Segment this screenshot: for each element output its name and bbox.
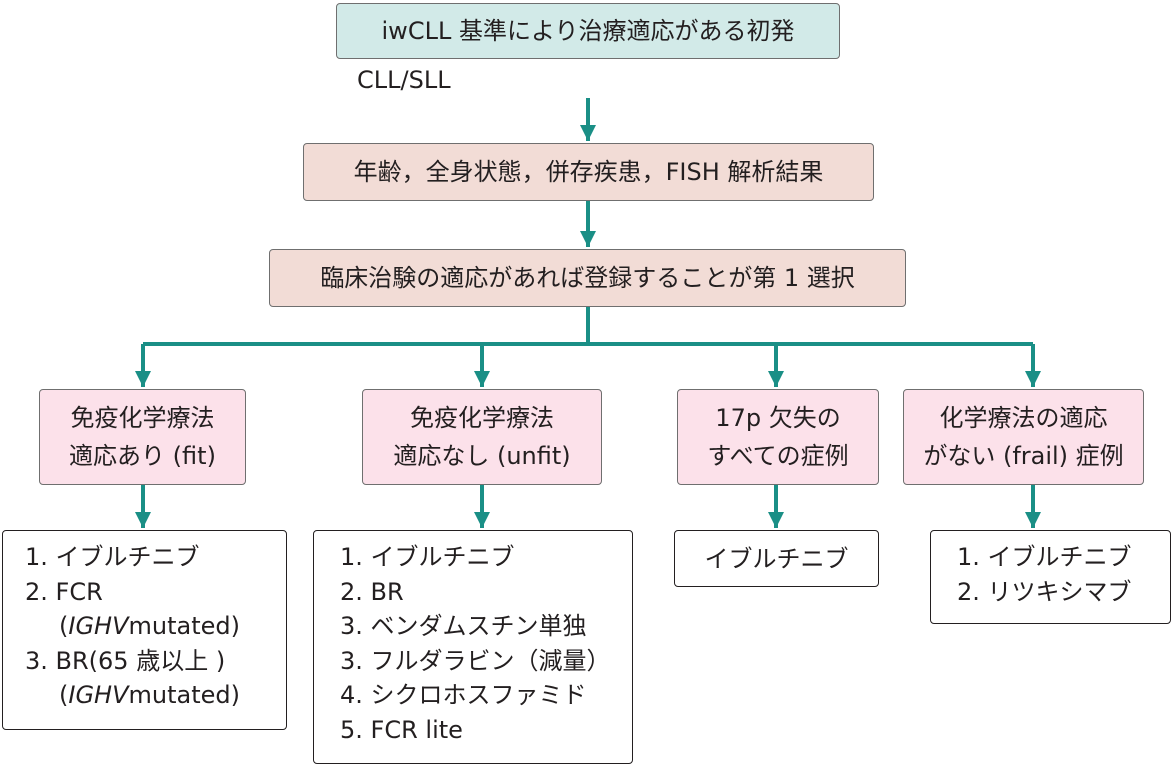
arrowhead [768,371,784,387]
category-fit-line2: 適応あり (fit) [69,442,216,470]
treatment-item: 2. リツキシマブ [957,577,1132,606]
treatment-item: 1. イブルチニブ [957,543,1132,571]
treatment-frail-box: 1. イブルチニブ 2. リツキシマブ [930,530,1171,624]
treatment-item: 1. イブルチニブ [25,543,200,571]
assessment-box: 年齢，全身状態，併存疾患，FISH 解析結果 [303,143,874,201]
category-fit-box: 免疫化学療法 適応あり (fit) [39,389,246,485]
arrowhead [768,512,784,528]
treatment-item: 1. イブルチニブ [340,543,515,571]
arrowhead [580,125,596,141]
arrowhead [580,231,596,247]
category-unfit-line2: 適応なし (unfit) [393,442,571,470]
category-frail-line1: 化学療法の適応 [939,404,1108,432]
treatment-item: 3. BR(65 歳以上 ) [25,646,226,675]
treatment-item: 2. FCR [25,577,103,606]
arrowhead [1025,512,1041,528]
category-17p-box: 17p 欠失の すべての症例 [677,389,879,485]
category-17p-line2: すべての症例 [707,442,849,470]
category-frail-line2: がない (frail) 症例 [923,442,1124,470]
indication-subtext: CLL/SLL [357,66,451,94]
category-frail-box: 化学療法の適応 がない (frail) 症例 [903,389,1144,485]
arrowhead [474,371,490,387]
arrowhead [1025,371,1041,387]
treatment-item-note: (IGHVmutated) [59,681,240,709]
arrowhead [135,512,151,528]
arrowhead [474,512,490,528]
treatment-item: 3. フルダラビン（減量） [340,646,611,675]
treatment-17p-box: イブルチニブ [674,530,879,587]
category-unfit-box: 免疫化学療法 適応なし (unfit) [362,389,602,485]
treatment-item: 5. FCR lite [340,715,463,744]
indication-box: iwCLL 基準により治療適応がある初発 [336,3,840,59]
treatment-unfit-box: 1. イブルチニブ 2. BR 3. ベンダムスチン単独 3. フルダラビン（減… [313,530,633,764]
treatment-item: 2. BR [340,577,404,606]
clinical-trial-box: 臨床治験の適応があれば登録することが第 1 選択 [269,249,906,307]
arrowhead [135,371,151,387]
treatment-item: イブルチニブ [704,544,849,573]
treatment-item: 3. ベンダムスチン単独 [340,612,587,640]
clinical-trial-text: 臨床治験の適応があれば登録することが第 1 選択 [320,264,855,292]
treatment-item: 4. シクロホスファミド [340,681,587,709]
assessment-text: 年齢，全身状態，併存疾患，FISH 解析結果 [353,158,824,186]
category-unfit-line1: 免疫化学療法 [410,404,554,432]
treatment-item-note: (IGHVmutated) [59,612,240,640]
indication-text: iwCLL 基準により治療適応がある初発 [381,17,795,45]
category-17p-line1: 17p 欠失の [715,404,841,432]
category-fit-line1: 免疫化学療法 [70,404,215,432]
treatment-fit-box: 1. イブルチニブ 2. FCR (IGHVmutated) 3. BR(65 … [2,530,287,730]
